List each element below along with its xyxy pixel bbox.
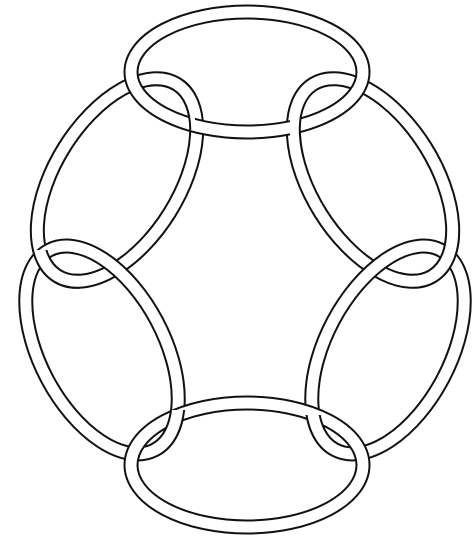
background xyxy=(0,0,474,539)
ring-chain-diagram xyxy=(0,0,474,539)
ring-chain-svg xyxy=(0,0,474,539)
